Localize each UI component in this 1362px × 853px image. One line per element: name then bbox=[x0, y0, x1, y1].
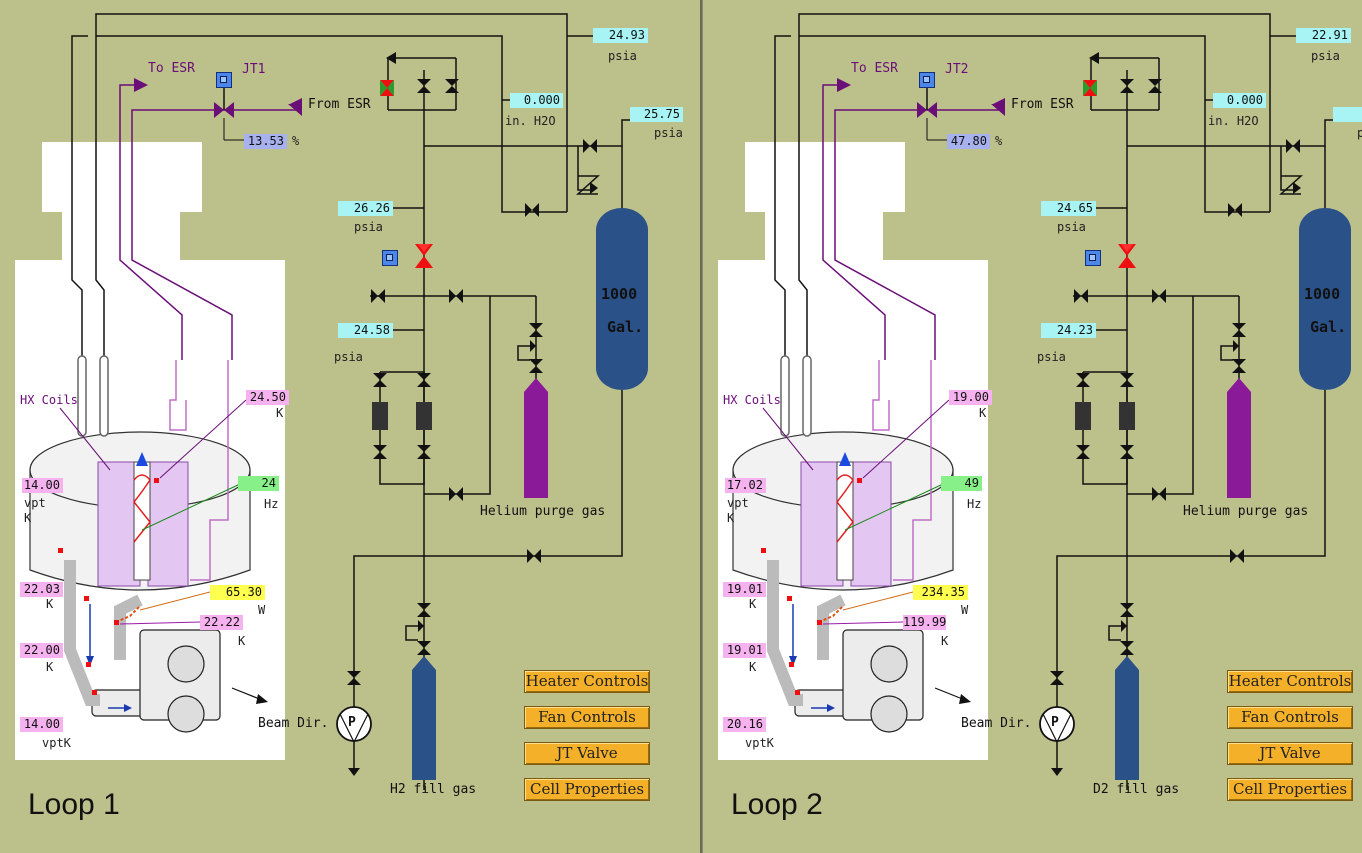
hx-temperature-readout: 19.00 bbox=[949, 390, 992, 405]
fan-frequency-readout: 24 bbox=[238, 476, 279, 491]
piping-diagram bbox=[15, 13, 648, 790]
in-h2o-readout: 0.000 bbox=[1213, 93, 1266, 108]
low-pressure-unit: psia bbox=[334, 350, 363, 364]
loop1-panel: 24.93 psia 0.000 in. H2O 25.75 psia 13.5… bbox=[15, 0, 702, 853]
hx-temperature-unit: K bbox=[979, 406, 987, 420]
heater-power-unit: W bbox=[258, 603, 266, 617]
vpt-unit: K bbox=[727, 511, 735, 525]
jt-valve-button[interactable]: JT Valve bbox=[1227, 742, 1353, 765]
jt-percent-unit: % bbox=[292, 134, 300, 148]
mid-pressure-unit: psia bbox=[354, 220, 383, 234]
beam-direction-label: Beam Dir. bbox=[258, 716, 329, 731]
mid-pressure-unit: psia bbox=[1057, 220, 1086, 234]
low-pressure-readout: 24.58 bbox=[338, 323, 393, 338]
top-pressure-readout: 24.93 bbox=[593, 28, 648, 43]
jt-control-icon[interactable] bbox=[919, 72, 935, 88]
heater-controls-button[interactable]: Heater Controls bbox=[524, 670, 650, 693]
purge-gas-label: Helium purge gas bbox=[1183, 504, 1309, 519]
top-pressure-unit: psia bbox=[608, 49, 637, 63]
right-pressure-unit: psia bbox=[1357, 126, 1362, 140]
in-h2o-unit: in. H2O bbox=[1208, 114, 1259, 128]
tank-unit: Gal. bbox=[607, 318, 644, 336]
to-esr-label: To ESR bbox=[851, 61, 898, 76]
bottom-temperature-unit: vptK bbox=[42, 736, 71, 750]
left-temperature-2-unit: K bbox=[46, 660, 54, 674]
right-pressure-readout: 23 bbox=[1333, 107, 1362, 122]
jt-valve-button[interactable]: JT Valve bbox=[524, 742, 650, 765]
hx-coils-label: HX Coils bbox=[723, 393, 781, 407]
vpt-temperature-readout: 14.00 bbox=[22, 478, 63, 493]
heater-power-readout: 234.35 bbox=[913, 585, 968, 600]
from-esr-label: From ESR bbox=[1011, 97, 1074, 112]
left-temperature-2-readout: 19.01 bbox=[723, 643, 766, 658]
hx-temperature-unit: K bbox=[276, 406, 284, 420]
loop2-panel: 22.91 psia 0.000 in. H2O 23 psia 47.80 %… bbox=[702, 0, 1362, 853]
heater-power-readout: 65.30 bbox=[210, 585, 265, 600]
heater-temperature-unit: K bbox=[941, 634, 949, 648]
heater-temperature-unit: K bbox=[238, 634, 246, 648]
beam-direction-label: Beam Dir. bbox=[961, 716, 1032, 731]
fan-controls-button[interactable]: Fan Controls bbox=[1227, 706, 1353, 729]
cell-properties-button[interactable]: Cell Properties bbox=[524, 778, 650, 801]
vpt-temperature-readout: 17.02 bbox=[725, 478, 766, 493]
left-temperature-1-readout: 22.03 bbox=[20, 582, 63, 597]
jt-control-icon[interactable] bbox=[216, 72, 232, 88]
purge-gas-label: Helium purge gas bbox=[480, 504, 606, 519]
top-pressure-readout: 22.91 bbox=[1296, 28, 1351, 43]
in-h2o-unit: in. H2O bbox=[505, 114, 556, 128]
in-h2o-readout: 0.000 bbox=[510, 93, 563, 108]
right-pressure-readout: 25.75 bbox=[630, 107, 683, 122]
right-pressure-unit: psia bbox=[654, 126, 683, 140]
valve-control-icon[interactable] bbox=[382, 250, 398, 266]
jt-valve-label: JT1 bbox=[242, 62, 266, 77]
fan-controls-button[interactable]: Fan Controls bbox=[524, 706, 650, 729]
mid-pressure-readout: 26.26 bbox=[338, 201, 393, 216]
bottom-temperature-unit: vptK bbox=[745, 736, 774, 750]
hx-temperature-readout: 24.50 bbox=[246, 390, 289, 405]
heater-power-unit: W bbox=[961, 603, 969, 617]
heater-controls-button[interactable]: Heater Controls bbox=[1227, 670, 1353, 693]
vpt-label: vpt bbox=[24, 496, 46, 510]
fill-gas-label: H2 fill gas bbox=[390, 782, 477, 797]
vpt-label: vpt bbox=[727, 496, 749, 510]
hx-coils-label: HX Coils bbox=[20, 393, 78, 407]
piping-diagram bbox=[718, 13, 1351, 790]
tank-unit: Gal. bbox=[1310, 318, 1347, 336]
low-pressure-unit: psia bbox=[1037, 350, 1066, 364]
left-temperature-1-readout: 19.01 bbox=[723, 582, 766, 597]
jt-percent-readout: 47.80 bbox=[947, 134, 990, 149]
loop-title: Loop 1 bbox=[28, 788, 120, 821]
fan-frequency-unit: Hz bbox=[264, 497, 279, 511]
bottom-temperature-readout: 20.16 bbox=[723, 717, 766, 732]
tank-capacity: 1000 bbox=[601, 285, 638, 303]
jt-percent-unit: % bbox=[995, 134, 1003, 148]
left-temperature-2-readout: 22.00 bbox=[20, 643, 63, 658]
to-esr-label: To ESR bbox=[148, 61, 195, 76]
pump-icon: P bbox=[348, 715, 356, 730]
tank-capacity: 1000 bbox=[1304, 285, 1341, 303]
from-esr-label: From ESR bbox=[308, 97, 371, 112]
fill-gas-label: D2 fill gas bbox=[1093, 782, 1180, 797]
left-temperature-1-unit: K bbox=[749, 597, 757, 611]
vpt-unit: K bbox=[24, 511, 32, 525]
bottom-temperature-readout: 14.00 bbox=[20, 717, 63, 732]
left-temperature-2-unit: K bbox=[749, 660, 757, 674]
mid-pressure-readout: 24.65 bbox=[1041, 201, 1096, 216]
cell-properties-button[interactable]: Cell Properties bbox=[1227, 778, 1353, 801]
jt-valve-label: JT2 bbox=[945, 62, 969, 77]
fan-frequency-unit: Hz bbox=[967, 497, 982, 511]
valve-control-icon[interactable] bbox=[1085, 250, 1101, 266]
fan-frequency-readout: 49 bbox=[941, 476, 982, 491]
heater-temperature-readout: 119.99 bbox=[903, 615, 947, 630]
top-pressure-unit: psia bbox=[1311, 49, 1340, 63]
jt-percent-readout: 13.53 bbox=[244, 134, 287, 149]
loop-title: Loop 2 bbox=[731, 788, 823, 821]
left-temperature-1-unit: K bbox=[46, 597, 54, 611]
pump-icon: P bbox=[1051, 715, 1059, 730]
heater-temperature-readout: 22.22 bbox=[200, 615, 243, 630]
low-pressure-readout: 24.23 bbox=[1041, 323, 1096, 338]
